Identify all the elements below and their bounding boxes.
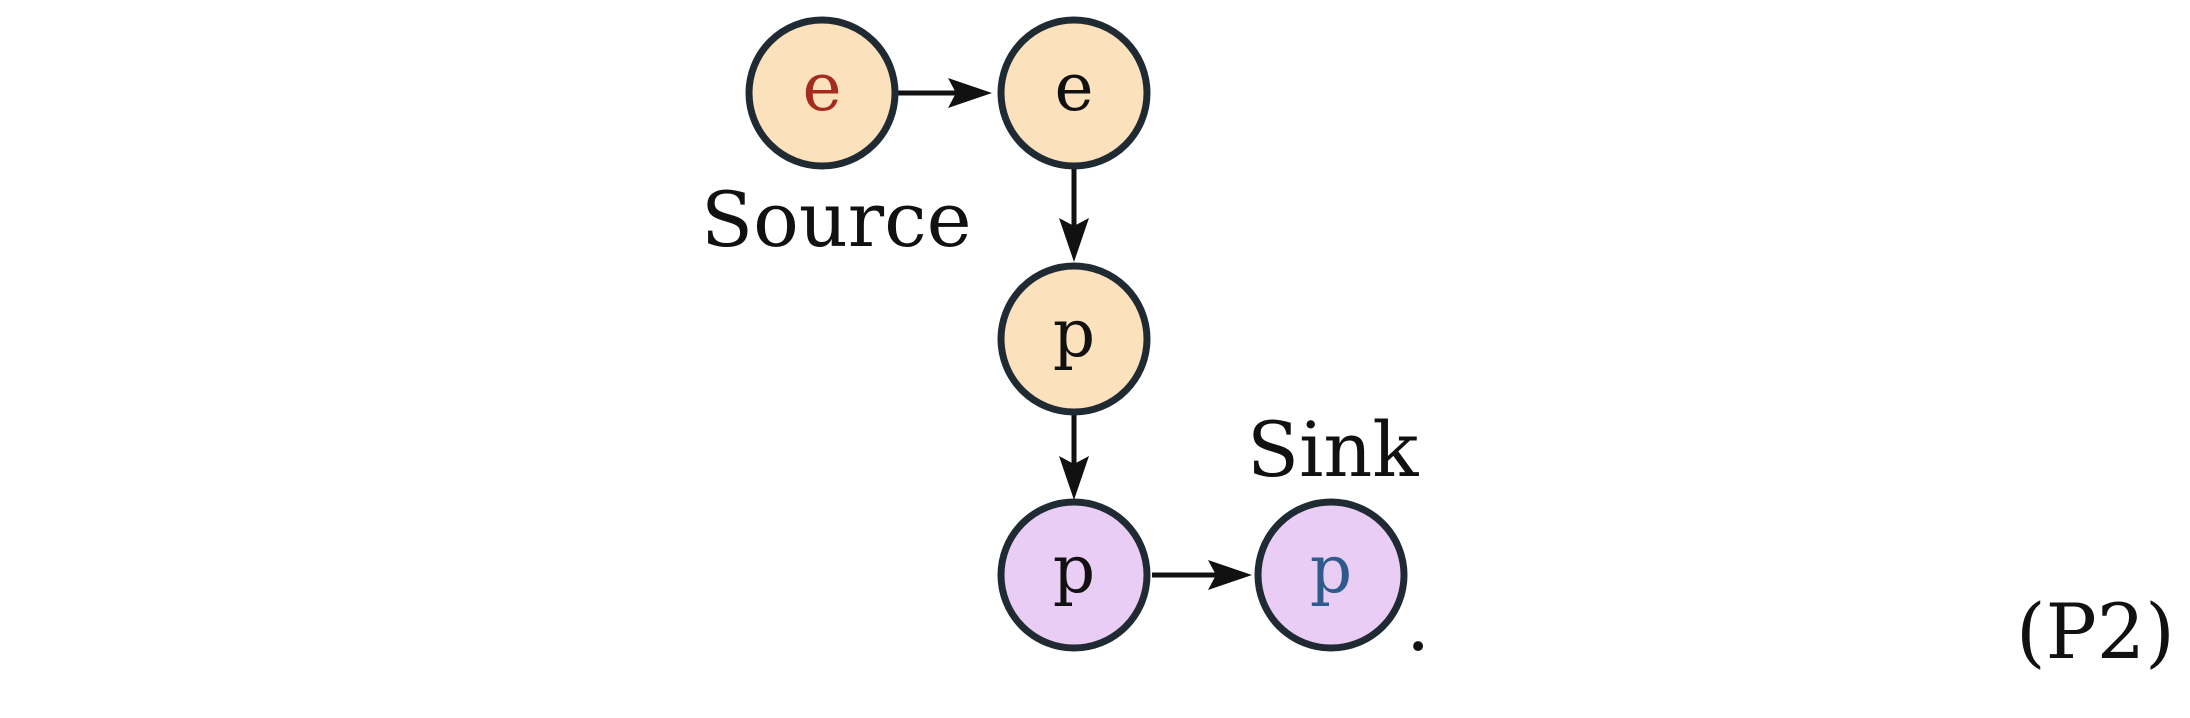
node-source-label: e <box>802 49 841 126</box>
node-source: e <box>745 16 899 170</box>
arrowhead-n4-n5 <box>1208 560 1252 590</box>
equation-tag: (P2) <box>2016 587 2175 676</box>
edges <box>897 78 1252 590</box>
node-sink-circle <box>1254 498 1408 652</box>
arrowhead-n3-n4 <box>1059 456 1089 500</box>
arrowhead-n2-n3 <box>1059 218 1089 262</box>
arrowhead-n1-n2 <box>948 78 992 108</box>
node-3-label: p <box>1053 295 1095 372</box>
node-4-label: p <box>1053 531 1095 608</box>
node-3: p <box>997 262 1151 416</box>
node-source-circle <box>745 16 899 170</box>
node-sink: p <box>1254 498 1408 652</box>
node-sink-label: p <box>1310 531 1352 608</box>
node-2: e <box>997 16 1151 170</box>
node-4-circle <box>997 498 1151 652</box>
node-4: p <box>997 498 1151 652</box>
node-3-circle <box>997 262 1151 416</box>
node-2-label: e <box>1054 49 1093 126</box>
trailing-period: . <box>1406 579 1430 668</box>
source-label: Source <box>701 175 972 264</box>
sink-label: Sink <box>1247 405 1419 494</box>
node-2-circle <box>997 16 1151 170</box>
